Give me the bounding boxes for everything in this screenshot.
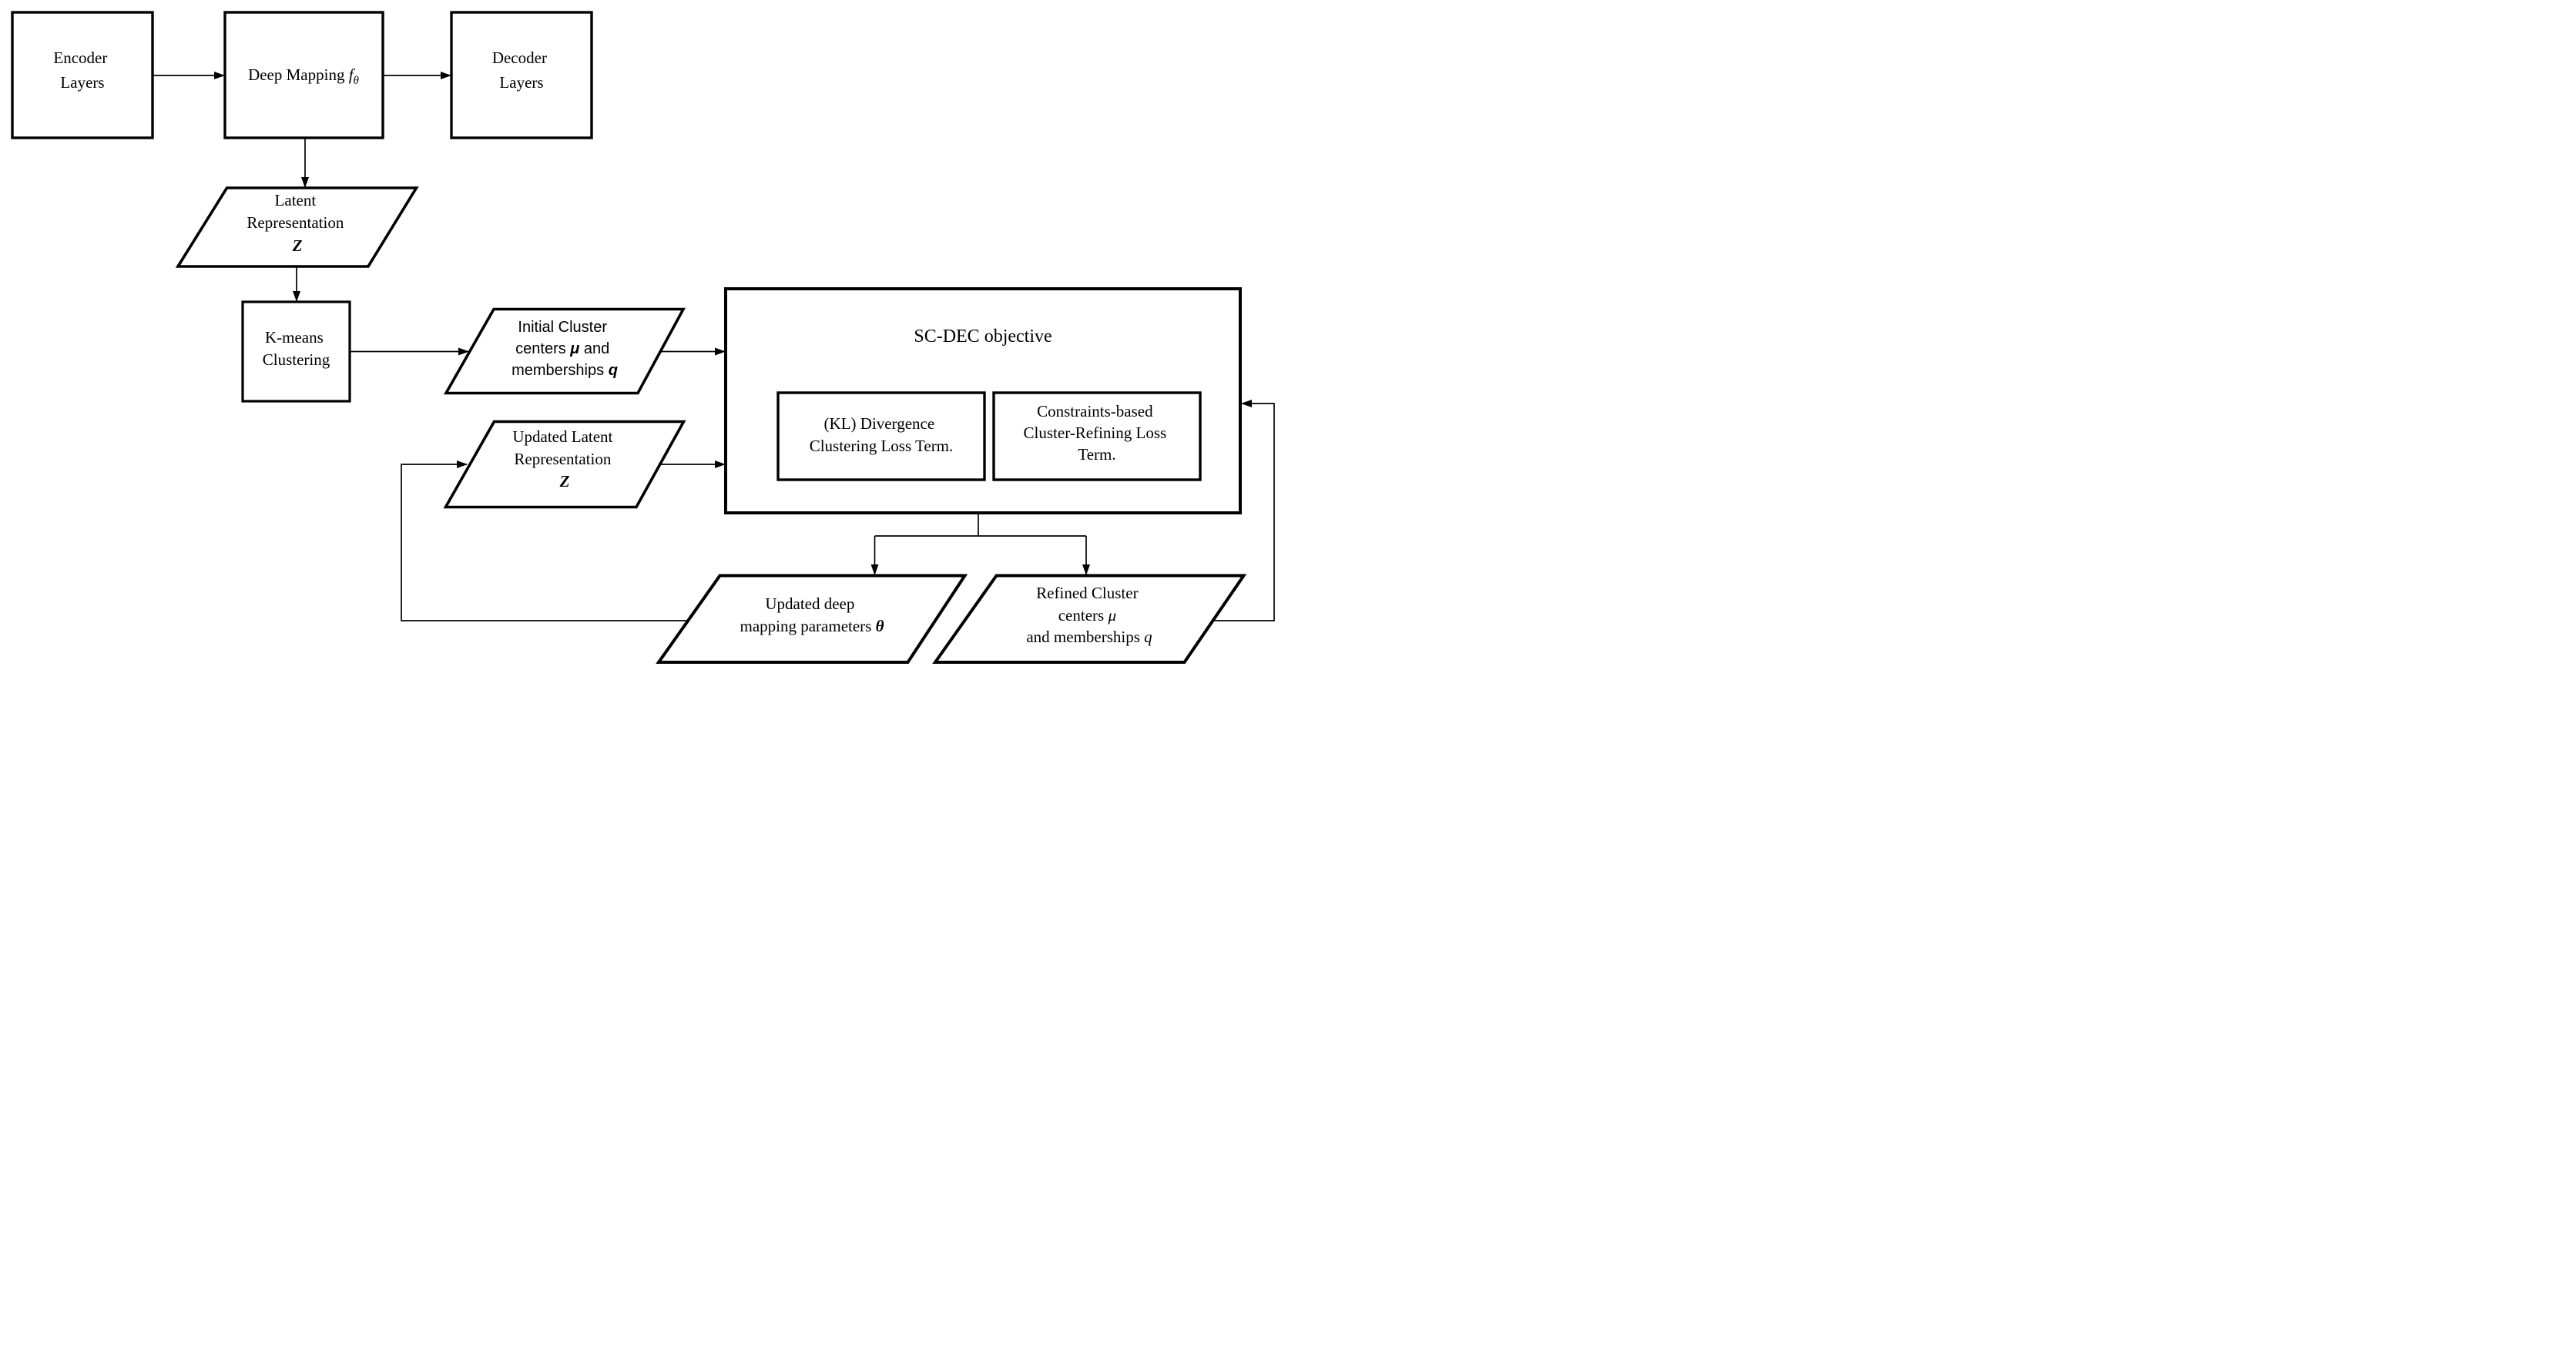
initial-cluster-line2-pre: centers xyxy=(515,340,570,357)
updated-theta-line2-pre: mapping parameters xyxy=(740,617,875,635)
encoder-box: Encoder Layers xyxy=(11,11,154,139)
kl-term-line1: (KL) Divergence xyxy=(824,414,935,433)
initial-cluster-line3-pre: memberships xyxy=(512,362,609,379)
theta-subscript: θ xyxy=(354,75,360,87)
updated-latent-label: Updated Latent Representation Z xyxy=(512,427,616,491)
constraints-term-label: Constraints-based Cluster-Refining Loss … xyxy=(1024,402,1171,464)
encoder-label-line2: Layers xyxy=(60,73,104,92)
refined-cluster-line2-pre: centers xyxy=(1058,606,1109,625)
flowchart-canvas: Encoder Layers Deep Mapping fθ Decoder L… xyxy=(0,0,1288,677)
latent-representation-label: Latent Representation Z xyxy=(247,191,347,255)
encoder-box-shape xyxy=(11,11,154,139)
kl-divergence-term-box: (KL) Divergence Clustering Loss Term. xyxy=(776,391,986,481)
updated-theta-shape xyxy=(656,574,968,664)
refined-cluster-parallelogram: Refined Cluster centers μ and membership… xyxy=(932,574,1247,664)
latent-representation-shape xyxy=(175,186,419,268)
updated-latent-z-symbol: Z xyxy=(559,472,570,491)
scdec-objective-box: SC-DEC objective (KL) Divergence Cluster… xyxy=(724,287,1242,514)
updated-latent-shape xyxy=(443,420,686,509)
encoder-label: Encoder Layers xyxy=(53,49,111,92)
constraints-term-line3: Term. xyxy=(1078,445,1115,464)
updated-theta-label: Updated deep mapping parameters θ xyxy=(740,594,884,635)
updated-theta-parallelogram: Updated deep mapping parameters θ xyxy=(656,574,968,664)
kmeans-label: K-means Clustering xyxy=(263,328,330,369)
initial-cluster-shape xyxy=(443,307,686,395)
refined-cluster-label: Refined Cluster centers μ and membership… xyxy=(1026,584,1152,646)
constraints-term-box: Constraints-based Cluster-Refining Loss … xyxy=(992,391,1202,481)
deep-mapping-label-text: Deep Mapping xyxy=(248,65,349,84)
refined-cluster-line1: Refined Cluster xyxy=(1036,584,1138,602)
updated-theta-symbol: θ xyxy=(876,617,884,635)
decoder-label-line1: Decoder xyxy=(492,49,547,67)
decoder-label-line2: Layers xyxy=(499,73,543,92)
diagram-svg: Encoder Layers Deep Mapping fθ Decoder L… xyxy=(11,11,1275,664)
latent-z-symbol: Z xyxy=(292,236,303,255)
decoder-box-shape xyxy=(450,11,593,139)
refined-cluster-q-symbol: q xyxy=(1144,628,1152,646)
updated-latent-line2: Representation xyxy=(514,450,611,468)
refined-cluster-shape xyxy=(932,574,1247,664)
initial-cluster-mu-symbol: μ xyxy=(569,340,579,357)
kmeans-label-line1: K-means xyxy=(265,328,324,347)
initial-cluster-line1: Initial Cluster xyxy=(518,319,607,336)
deep-mapping-box-shape xyxy=(223,11,384,139)
feedback-refined-cluster-to-scdec xyxy=(1213,400,1275,621)
constraints-term-shape xyxy=(992,391,1202,481)
updated-latent-parallelogram: Updated Latent Representation Z xyxy=(443,420,686,509)
decoder-label: Decoder Layers xyxy=(492,49,551,92)
f-theta-symbol: f xyxy=(349,65,356,84)
latent-label-line1: Latent xyxy=(275,191,317,209)
feedback-updated-theta-to-updated-latent xyxy=(401,460,688,621)
kl-divergence-term-label: (KL) Divergence Clustering Loss Term. xyxy=(810,414,954,455)
refined-cluster-mu-symbol: μ xyxy=(1107,606,1116,625)
updated-theta-line1: Updated deep xyxy=(765,594,854,613)
scdec-objective-title: SC-DEC objective xyxy=(914,327,1052,347)
initial-cluster-q-symbol: q xyxy=(609,362,618,379)
initial-cluster-line2-post: and xyxy=(579,340,609,357)
initial-cluster-parallelogram: Initial Cluster centers μ and membership… xyxy=(443,307,686,395)
latent-representation-parallelogram: Latent Representation Z xyxy=(175,186,419,268)
deep-mapping-box: Deep Mapping fθ xyxy=(223,11,384,139)
initial-cluster-label: Initial Cluster centers μ and membership… xyxy=(512,319,618,379)
deep-mapping-label: Deep Mapping fθ xyxy=(248,65,359,87)
constraints-term-line2: Cluster-Refining Loss xyxy=(1024,424,1167,442)
latent-label-line2: Representation xyxy=(247,213,344,232)
kl-term-line2: Clustering Loss Term. xyxy=(810,437,954,455)
kl-divergence-term-shape xyxy=(776,391,986,481)
decoder-box: Decoder Layers xyxy=(450,11,593,139)
constraints-term-line1: Constraints-based xyxy=(1037,402,1153,420)
updated-latent-line1: Updated Latent xyxy=(512,427,612,446)
kmeans-box-shape xyxy=(241,300,351,403)
kmeans-label-line2: Clustering xyxy=(263,350,330,369)
encoder-label-line1: Encoder xyxy=(53,49,107,67)
kmeans-box: K-means Clustering xyxy=(241,300,351,403)
refined-cluster-line3-pre: and memberships xyxy=(1026,628,1144,646)
